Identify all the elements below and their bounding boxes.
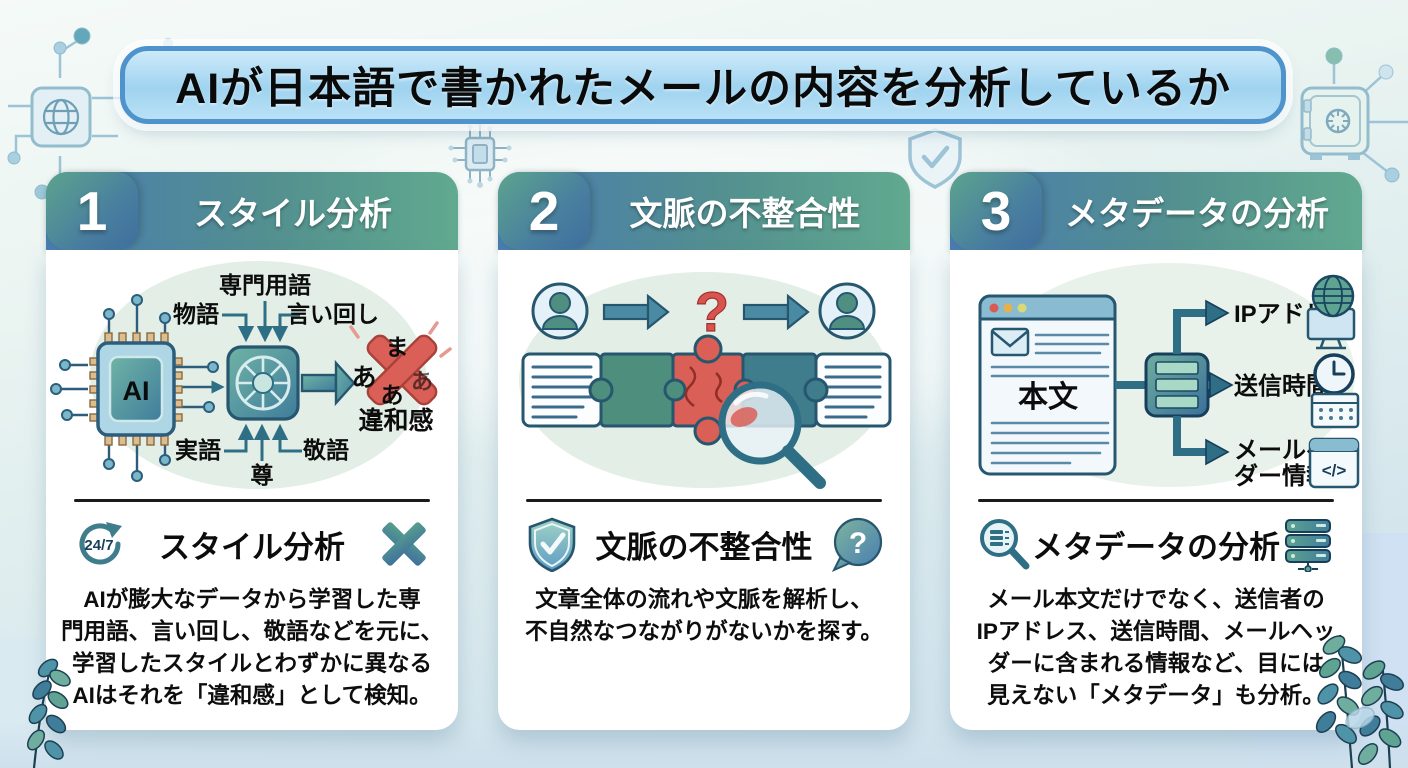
magnifier-icon	[718, 381, 826, 489]
card3-desc-line2: IPアドレス、送信時間、メールヘッ	[976, 618, 1336, 644]
card3-body: 本文 IPアドレス 送信時間 メ	[950, 250, 1362, 730]
ai-chip-icon: AI	[50, 294, 225, 482]
card-metadata-analysis: 3 メタデータの分析	[950, 172, 1362, 730]
card1-subtitle: スタイル分析	[159, 529, 345, 565]
globe-glyph	[42, 98, 80, 136]
magnifier-document-icon	[980, 519, 1030, 570]
card3-description: メール本文だけでなく、送信者の IPアドレス、送信時間、メールヘッ ダーに含まれ…	[958, 584, 1354, 712]
envelope-icon	[990, 327, 1030, 357]
card3-number-badge: 3	[950, 172, 1042, 250]
code-glyph: </>	[1322, 461, 1347, 480]
shield-check-icon	[528, 517, 576, 572]
card3-illustration: 本文 IPアドレス 送信時間 メ	[978, 263, 1360, 490]
card2-subtitle: 文脈の不整合性	[595, 529, 813, 565]
globe-circuit-icon	[7, 27, 173, 200]
label-senmonyougo: 専門用語	[219, 272, 311, 298]
x-mark-icon	[382, 522, 426, 566]
label-iwakan: 違和感	[358, 406, 433, 435]
vault-circuit-icon	[1273, 47, 1408, 183]
plant-bottom-right	[1315, 634, 1405, 768]
title-banner: AIが日本語で書かれたメールの内容を分析しているか	[120, 46, 1286, 124]
card1-title: スタイル分析	[194, 195, 392, 232]
label-iimawashi: 言い回し	[287, 301, 379, 327]
card2-divider	[526, 499, 882, 502]
cpu-icon	[448, 120, 512, 188]
question-bubble-icon: ?	[831, 517, 883, 572]
plant-bottom-left	[26, 658, 71, 768]
card-context-inconsistency: 2 文脈の不整合性 ?	[498, 172, 910, 730]
card3-desc-line1: メール本文だけでなく、送信者の	[987, 587, 1325, 612]
label-monogatari: 物語	[173, 301, 219, 327]
card3-subtitle: メタデータの分析	[1032, 529, 1280, 565]
card2-desc-line2: 不自然なつながりがないかを探す。	[525, 618, 883, 644]
question-mark: ?	[695, 280, 729, 343]
code-window-icon: </>	[1308, 437, 1360, 489]
globe-monitor-icon	[1306, 274, 1356, 350]
card2-title: 文脈の不整合性	[629, 195, 861, 232]
card1-illustration: AI 物語 専門用語 言い回し 実	[50, 261, 452, 489]
clock-calendar-icon	[1310, 353, 1360, 429]
server-stack-icon	[1285, 519, 1331, 572]
email-body-label: 本文	[1018, 380, 1078, 414]
card1-desc-line3: 学習したスタイルとわずかに異なる	[71, 650, 432, 676]
char-a-bottom: あ	[381, 382, 404, 408]
flow-arrow-right	[742, 293, 810, 331]
card2-number-badge: 2	[498, 172, 590, 250]
shield-check-decoration-icon	[908, 128, 962, 189]
label-son: 尊	[251, 462, 274, 488]
card3-desc-line3: ダーに含まれる情報など、目には	[987, 650, 1325, 676]
card2-illustration: ?	[519, 272, 892, 489]
flow-arrow-left	[602, 293, 670, 331]
char-a-left: あ	[351, 364, 376, 392]
label-keigo: 敬語	[302, 437, 349, 463]
mismatch-x-icon	[349, 321, 452, 406]
card2-subtitle-row: 文脈の不整合性 ?	[498, 512, 910, 576]
analyzer-icon	[226, 345, 300, 421]
bubble-question-mark: ?	[849, 527, 867, 560]
card2-header: 2 文脈の不整合性	[498, 172, 910, 250]
char-a-right-blurred: あ	[411, 369, 433, 394]
card3-title: メタデータの分析	[1065, 195, 1329, 232]
char-ma-top: ま	[386, 334, 409, 360]
card1-body: AI 物語 専門用語 言い回し 実	[46, 250, 458, 730]
card3-desc-line4: 見えない「メタデータ」も分析。	[987, 682, 1325, 708]
24-7-label: 24/7	[84, 537, 113, 554]
receiver-avatar	[818, 282, 876, 340]
card1-desc-line1: AIが膨大なデータから学習した専	[83, 587, 421, 612]
card3-divider	[978, 499, 1334, 502]
card1-divider	[74, 499, 430, 502]
sender-avatar	[531, 282, 589, 340]
metadata-analyzer-box	[1144, 352, 1210, 418]
card3-header: 3 メタデータの分析	[950, 172, 1362, 250]
card1-description: AIが膨大なデータから学習した専 門用語、言い回し、敬語などを元に、 学習したス…	[54, 584, 450, 712]
24-7-cycle-icon: 24/7	[79, 522, 122, 565]
card1-desc-line4: AIはそれを「違和感」として検知。	[72, 682, 432, 708]
ai-chip-label: AI	[123, 376, 150, 406]
card2-body: ?	[498, 250, 910, 730]
label-jitsugo: 実語	[175, 437, 221, 463]
card2-desc-line1: 文章全体の流れや文脈を解析し、	[535, 587, 873, 612]
card2-description: 文章全体の流れや文脈を解析し、 不自然なつながりがないかを探す。	[506, 584, 902, 648]
result-arrow-icon	[300, 359, 356, 407]
card1-header: 1 スタイル分析	[46, 172, 458, 250]
card1-desc-line2: 門用語、言い回し、敬語などを元に、	[61, 618, 443, 644]
card-style-analysis: 1 スタイル分析	[46, 172, 458, 730]
card3-subtitle-row: メタデータの分析	[950, 512, 1362, 576]
page-title: AIが日本語で書かれたメールの内容を分析しているか	[175, 65, 1231, 113]
card1-number-badge: 1	[46, 172, 138, 250]
card1-subtitle-row: 24/7 スタイル分析	[46, 512, 458, 576]
email-window: 本文	[978, 294, 1117, 476]
